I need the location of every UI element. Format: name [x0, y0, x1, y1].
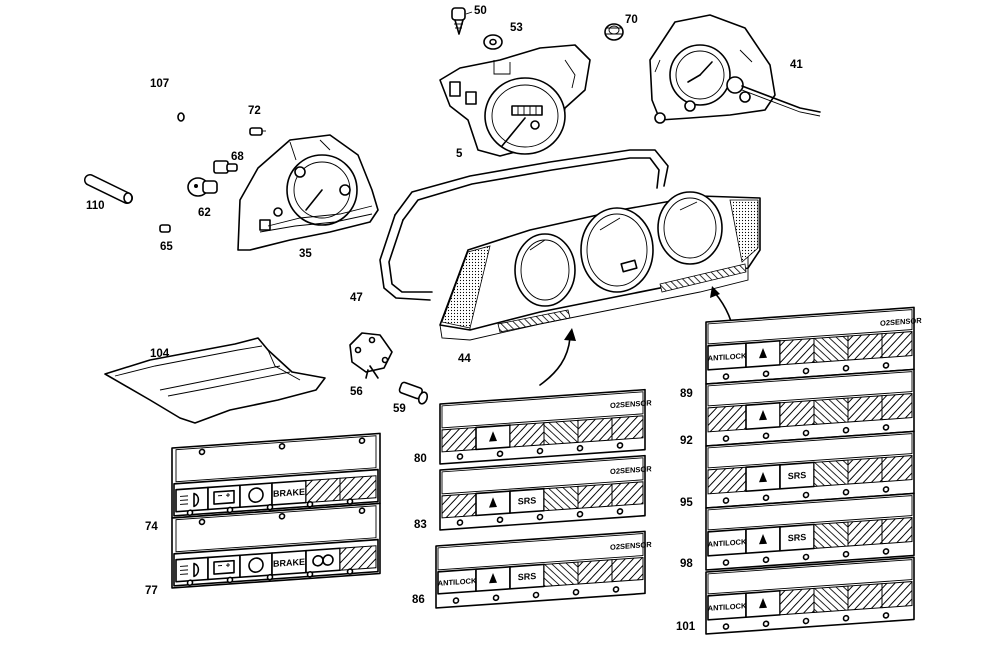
callout-86: 86 — [412, 594, 425, 606]
callout-56: 56 — [350, 386, 363, 398]
callout-41: 41 — [790, 59, 803, 71]
callout-72: 72 — [248, 105, 261, 117]
callout-53: 53 — [510, 22, 523, 34]
o2-sensor-label: O2SENSOR — [610, 464, 652, 476]
arrow-left-indicator — [539, 337, 571, 386]
o2-sensor-label: O2SENSOR — [880, 316, 922, 328]
callout-70: 70 — [625, 14, 638, 26]
brake-label: BRAKE — [273, 557, 305, 569]
warning-strip-77: BRAKE — [171, 502, 381, 589]
bezel-frame-part-47 — [379, 149, 669, 301]
callout-104: 104 — [150, 348, 170, 360]
bulb-part-65 — [159, 224, 171, 233]
sleeve-part-110 — [84, 174, 133, 204]
callout-62: 62 — [198, 207, 211, 219]
hose-part-107 — [97, 95, 185, 188]
srs-label: SRS — [518, 571, 536, 582]
warning-strip-92 — [705, 368, 915, 447]
warning-strip-95: SRS — [705, 430, 915, 509]
screw-part-50 — [451, 7, 473, 35]
callout-5: 5 — [456, 148, 463, 160]
bulb-part-72 — [249, 127, 266, 136]
callout-107: 107 — [150, 78, 169, 90]
callout-50: 50 — [474, 5, 487, 17]
callout-59: 59 — [393, 403, 406, 415]
srs-label: SRS — [788, 532, 806, 543]
tachometer-gauge-part-35 — [237, 134, 379, 251]
clock-gauge-part-41 — [649, 14, 821, 124]
speedometer-part-5 — [439, 44, 591, 157]
arrow-right-head — [710, 286, 720, 298]
switch-part-56 — [349, 332, 393, 379]
cover-tray-part-104 — [104, 337, 326, 424]
warning-strip-80: O2SENSOR — [439, 388, 652, 465]
washer-part-53 — [483, 34, 503, 50]
callout-35: 35 — [299, 248, 312, 260]
srs-label: SRS — [518, 495, 536, 506]
lamp-part-59 — [398, 381, 429, 405]
callout-47: 47 — [350, 292, 363, 304]
callout-83: 83 — [414, 519, 427, 531]
o2-sensor-label: O2SENSOR — [610, 398, 652, 410]
warning-strip-101: ANTILOCK — [705, 556, 915, 635]
callout-68: 68 — [231, 151, 244, 163]
callout-101: 101 — [676, 621, 696, 633]
srs-label: SRS — [788, 470, 806, 481]
warning-strip-86: O2SENSOR ANTILOCK SRS — [435, 530, 652, 609]
warning-strip-98: ANTILOCK SRS — [705, 492, 915, 571]
antilock-label: ANTILOCK — [708, 537, 747, 549]
bulb-socket-part-68 — [213, 160, 238, 174]
callout-89: 89 — [680, 388, 693, 400]
callout-77: 77 — [145, 585, 158, 597]
antilock-label: ANTILOCK — [438, 576, 477, 588]
o2-sensor-label: O2SENSOR — [610, 540, 652, 552]
knob-part-70 — [604, 23, 624, 41]
callout-65: 65 — [160, 241, 173, 253]
brake-label: BRAKE — [273, 487, 305, 499]
callout-95: 95 — [680, 497, 693, 509]
callout-80: 80 — [414, 453, 427, 465]
warning-strip-83: O2SENSOR SRS — [439, 454, 652, 531]
warning-strip-89: O2SENSOR ANTILOCK — [705, 306, 922, 385]
warning-strip-74: BRAKE — [171, 432, 381, 519]
instrument-cluster-housing-part-44 — [439, 191, 761, 341]
socket-part-62 — [187, 177, 218, 197]
callout-74: 74 — [145, 521, 158, 533]
callout-110: 110 — [86, 200, 105, 212]
arrow-left-head — [564, 328, 576, 341]
callout-92: 92 — [680, 435, 693, 447]
antilock-label: ANTILOCK — [708, 601, 747, 613]
antilock-label: ANTILOCK — [708, 351, 747, 363]
callout-98: 98 — [680, 558, 693, 570]
callout-44: 44 — [458, 353, 471, 365]
